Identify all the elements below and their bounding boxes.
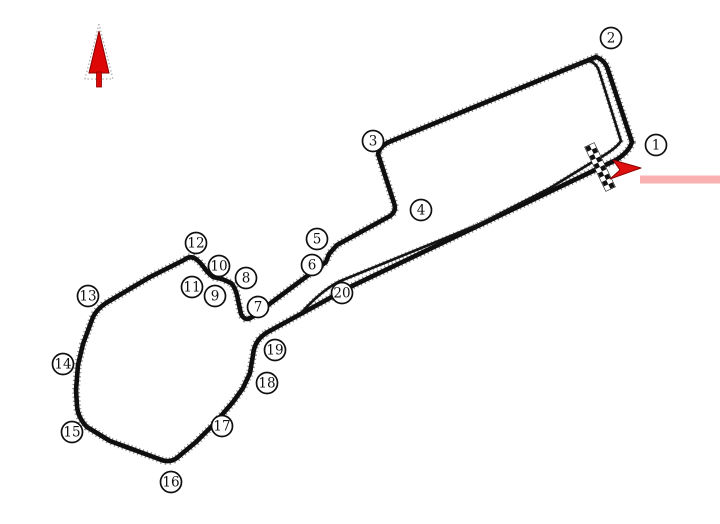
corner-label-1: 1 — [652, 138, 661, 154]
corner-marker-6: 6 — [300, 253, 324, 277]
corner-marker-9: 9 — [203, 284, 227, 308]
direction-arrow-icon — [609, 159, 642, 180]
corner-circle-13 — [76, 284, 100, 308]
corner-circle-6 — [300, 253, 324, 277]
checker-square — [591, 147, 599, 155]
corner-label-9: 9 — [211, 289, 220, 305]
corner-circle-17 — [210, 414, 234, 438]
checker-square — [585, 145, 592, 152]
checker-square — [597, 171, 605, 178]
north-arrow-stem — [96, 71, 102, 88]
corner-marker-4: 4 — [409, 198, 433, 222]
overlay-layer — [84, 23, 642, 192]
pit-lane-casing — [300, 58, 624, 314]
corner-marker-1: 1 — [644, 133, 668, 157]
corner-marker-10: 10 — [207, 254, 231, 278]
underlay-layer — [640, 175, 720, 184]
checker-square — [600, 164, 607, 172]
corner-circle-4 — [409, 198, 433, 222]
corner-marker-14: 14 — [51, 352, 75, 376]
corner-label-8: 8 — [242, 271, 251, 287]
corner-circle-18 — [255, 371, 279, 395]
checker-square — [604, 173, 611, 180]
track-outline — [73, 54, 635, 464]
corner-label-20: 20 — [333, 286, 350, 302]
corner-circle-12 — [184, 231, 208, 255]
corner-label-7: 7 — [254, 300, 263, 316]
start-finish-checkered-strip — [584, 142, 616, 192]
corner-circle-20 — [330, 281, 354, 305]
corner-label-13: 13 — [79, 289, 96, 305]
corner-circle-8 — [234, 266, 258, 290]
corner-marker-11: 11 — [180, 275, 204, 299]
corner-marker-7: 7 — [246, 295, 270, 319]
corner-marker-5: 5 — [305, 227, 329, 251]
corner-label-6: 6 — [308, 258, 317, 274]
corner-marker-18: 18 — [255, 371, 279, 395]
corner-marker-8: 8 — [234, 266, 258, 290]
corner-label-2: 2 — [607, 31, 616, 47]
corner-label-5: 5 — [313, 232, 322, 248]
corner-circle-14 — [51, 352, 75, 376]
corner-marker-3: 3 — [361, 129, 385, 153]
corner-circle-7 — [246, 295, 270, 319]
corner-marker-15: 15 — [60, 420, 84, 444]
pit-lane — [300, 59, 623, 314]
corner-label-10: 10 — [210, 259, 227, 275]
corner-label-18: 18 — [258, 376, 275, 392]
checker-square — [595, 156, 603, 163]
checker-square — [593, 162, 600, 170]
corner-label-16: 16 — [162, 475, 179, 491]
corner-marker-20: 20 — [330, 281, 354, 305]
corner-marker-13: 13 — [76, 284, 100, 308]
corner-label-17: 17 — [213, 419, 230, 435]
checker-square — [608, 182, 615, 189]
track-casing — [72, 53, 636, 465]
track-layer — [72, 53, 636, 465]
corner-marker-19: 19 — [263, 338, 287, 362]
corner-label-12: 12 — [187, 236, 204, 252]
corner-marker-12: 12 — [184, 231, 208, 255]
corner-label-14: 14 — [54, 357, 71, 373]
corner-label-15: 15 — [63, 425, 80, 441]
corner-circle-11 — [180, 275, 204, 299]
corner-label-3: 3 — [369, 134, 378, 150]
corner-marker-2: 2 — [599, 26, 623, 50]
corner-label-19: 19 — [266, 343, 283, 359]
corner-label-4: 4 — [417, 203, 426, 219]
corner-circle-1 — [644, 133, 668, 157]
corner-circle-5 — [305, 227, 329, 251]
pink-highlight-band — [640, 175, 720, 184]
corner-circle-15 — [60, 420, 84, 444]
corner-circle-16 — [159, 470, 183, 494]
corner-marker-16: 16 — [159, 470, 183, 494]
corner-circle-3 — [361, 129, 385, 153]
checker-square — [601, 179, 609, 187]
corner-label-11: 11 — [183, 280, 200, 296]
corner-circle-19 — [263, 338, 287, 362]
north-arrow-icon — [88, 30, 110, 74]
corner-circle-9 — [203, 284, 227, 308]
checker-square — [589, 154, 596, 161]
corner-circle-2 — [599, 26, 623, 50]
corner-circle-10 — [207, 254, 231, 278]
corner-marker-17: 17 — [210, 414, 234, 438]
